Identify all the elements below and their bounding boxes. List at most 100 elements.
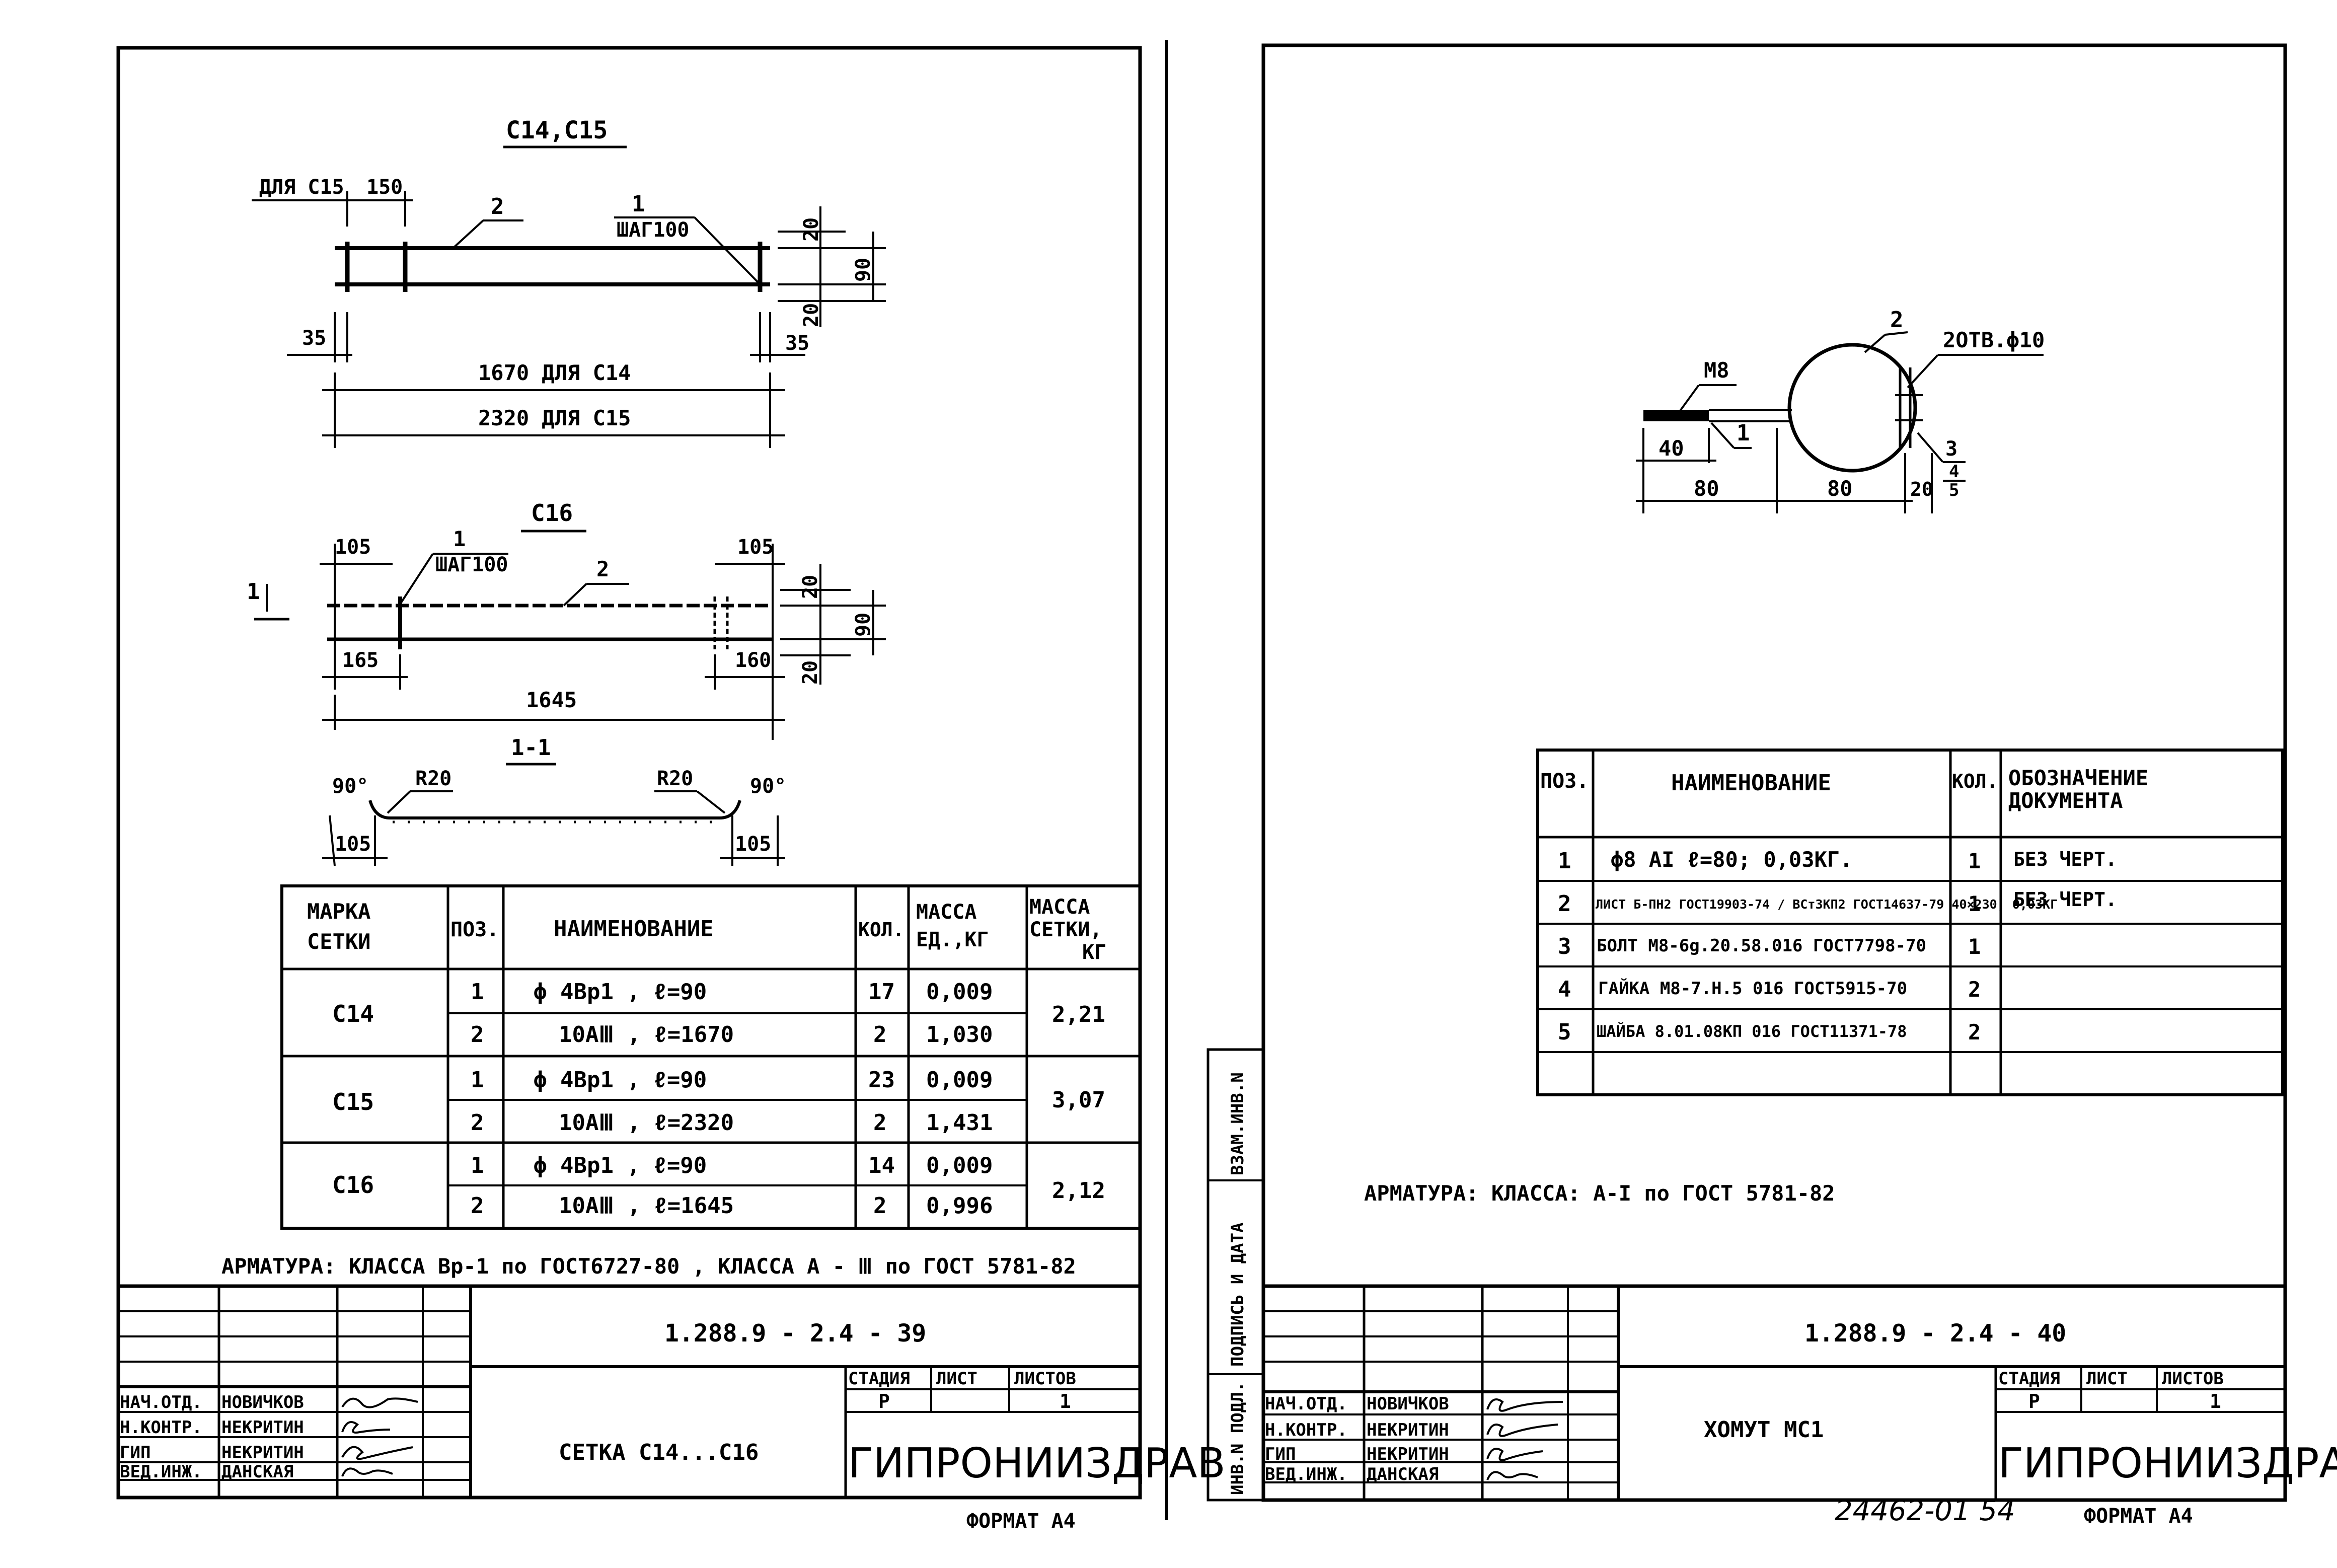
- rb-format: ФОРМАТ А4: [2084, 1505, 2193, 1528]
- dim-165: 165: [342, 649, 379, 672]
- clamp-label-holes: 2ОТВ.ϕ10: [1943, 328, 2045, 352]
- left-sheet-frame: [116, 46, 1142, 1500]
- lt-header-pos: ПОЗ.: [450, 918, 499, 941]
- signature-marks: [1486, 1398, 1563, 1480]
- dim-1670: 1670 ДЛЯ С14: [478, 360, 631, 385]
- label-dlya-c15: ДЛЯ С15: [259, 176, 344, 199]
- mesh-c16-drawing: С16 105 1 ШАГ100 2 105 1: [247, 499, 886, 740]
- lb-name: НЕКРИТИН: [221, 1417, 304, 1438]
- clamp-label-m8: М8: [1704, 358, 1729, 383]
- lb-doc-code: 1.288.9 - 2.4 - 39: [664, 1319, 926, 1348]
- lt-mass: 0,996: [926, 1193, 993, 1219]
- rt-doc: БЕЗ ЧЕРТ.: [2013, 848, 2117, 870]
- clamp-dim-80-left: 80: [1694, 476, 1719, 501]
- rt-name: ϕ8 АI ℓ=80; 0,03КГ.: [1611, 847, 1852, 872]
- rb-stage: Р: [2028, 1390, 2040, 1412]
- handwritten-number: 24462-01 54: [1835, 1495, 2015, 1527]
- lt-header-mass-unit-2: ЕД.,КГ: [916, 928, 989, 951]
- lb-format: ФОРМАТ А4: [966, 1510, 1076, 1533]
- lt-total: 2,12: [1052, 1178, 1105, 1204]
- side-stamp: [1207, 1048, 1265, 1502]
- lt-header-mark-1: МАРКА: [307, 899, 370, 924]
- dim-105-right: 105: [737, 536, 774, 559]
- mesh-c14-c15-drawing: С14,С15 ДЛЯ С15 150 2 1 ШАГ100: [252, 116, 886, 448]
- section-title: 1-1: [511, 735, 551, 761]
- clamp-label-1: 1: [1737, 420, 1750, 446]
- title-block-right: 1.288.9 - 2.4 - 40 ХОМУТ МС1 СТАДИЯ ЛИСТ…: [1261, 1284, 2337, 1528]
- lt-pos: 2: [471, 1193, 484, 1219]
- lt-qty: 23: [868, 1067, 895, 1093]
- lt-pos: 2: [471, 1110, 484, 1136]
- rt-name: ГАЙКА М8-7.Н.5 016 ГОСТ5915-70: [1598, 978, 1907, 999]
- rt-qty: 1: [1968, 849, 1981, 873]
- dim-2320: 2320 ДЛЯ С15: [478, 406, 631, 430]
- rb-sheet-label: ЛИСТ: [2086, 1369, 2128, 1389]
- rt-header-doc-1: ОБОЗНАЧЕНИЕ: [2008, 766, 2148, 790]
- rb-title: ХОМУТ МС1: [1704, 1417, 1824, 1443]
- lb-name: НОВИЧКОВ: [221, 1392, 304, 1412]
- lt-name: 10АⅢ , ℓ=1670: [559, 1022, 734, 1048]
- section-mark-1: 1: [247, 579, 260, 605]
- rb-sheets-label: ЛИСТОВ: [2162, 1369, 2224, 1389]
- lt-qty: 14: [868, 1153, 895, 1178]
- side-label-vzam: ВЗАМ.ИНВ.N: [1228, 1072, 1248, 1175]
- spec-table-right: ПОЗ. НАИМЕНОВАНИЕ КОЛ. ОБОЗНАЧЕНИЕ ДОКУМ…: [1536, 749, 2284, 1096]
- dim-20-lower: 20: [800, 303, 823, 327]
- rb-stage-label: СТАДИЯ: [1998, 1369, 2060, 1389]
- rb-sheets: 1: [2210, 1390, 2221, 1412]
- lb-stage: Р: [878, 1390, 890, 1412]
- rb-role: ГИП: [1265, 1444, 1296, 1464]
- dim-150: 150: [366, 176, 403, 199]
- dim-1645: 1645: [526, 688, 577, 712]
- lb-name: НЕКРИТИН: [221, 1443, 304, 1463]
- side-label-signature: ПОДПИСЬ И ДАТА: [1228, 1222, 1248, 1367]
- lt-pos: 1: [471, 979, 484, 1005]
- lt-name: 10АⅢ , ℓ=1645: [559, 1193, 734, 1219]
- dim-90: 90: [852, 258, 875, 282]
- rt-header-qty: КОЛ.: [1952, 770, 1998, 792]
- threaded-rod: [1643, 410, 1709, 421]
- c16-dim-90: 90: [852, 613, 875, 637]
- lt-header-qty: КОЛ.: [858, 919, 904, 941]
- c16-dim-20-lower: 20: [799, 660, 822, 685]
- lb-sheet-label: ЛИСТ: [936, 1369, 977, 1389]
- rb-name: НЕКРИТИН: [1367, 1420, 1449, 1440]
- pos-1-label: 1: [632, 191, 645, 217]
- lt-pos: 1: [471, 1153, 484, 1178]
- lb-role: ВЕД.ИНЖ.: [120, 1462, 202, 1482]
- lt-qty: 17: [868, 979, 895, 1005]
- rt-header-doc-2: ДОКУМЕНТА: [2008, 788, 2123, 813]
- lt-mass: 0,009: [926, 979, 993, 1005]
- lb-role: НАЧ.ОТД.: [120, 1392, 202, 1412]
- dim-35-right: 35: [785, 332, 809, 355]
- rt-name: ШАЙБА 8.01.08КП 016 ГОСТ11371-78: [1597, 1022, 1907, 1041]
- rb-role: Н.КОНТР.: [1265, 1420, 1347, 1440]
- right-note: АРМАТУРА: КЛАССА: А-I по ГОСТ 5781-82: [1364, 1181, 1835, 1206]
- rt-pos: 4: [1558, 977, 1571, 1002]
- lt-header-mass-total-3: КГ: [1082, 941, 1106, 964]
- lt-header-mass-unit-1: МАССА: [916, 901, 976, 924]
- rt-pos: 3: [1558, 934, 1571, 959]
- c16-shag-100: ШАГ100: [435, 553, 508, 576]
- section-dim-105-right: 105: [735, 833, 771, 856]
- lb-org: ГИПРОНИИЗДРАВ: [848, 1440, 1226, 1487]
- lt-mark: С16: [332, 1171, 374, 1199]
- side-label-inv: ИНВ.N ПОДЛ.: [1228, 1382, 1248, 1495]
- rb-org: ГИПРОНИИЗДРАВ: [1998, 1440, 2337, 1487]
- dim-105-left: 105: [335, 536, 371, 559]
- c16-pos-2: 2: [596, 557, 609, 581]
- rb-doc-code: 1.288.9 - 2.4 - 40: [1804, 1319, 2066, 1348]
- lt-header-mass-total-2: СЕТКИ,: [1029, 918, 1102, 941]
- lt-mass: 0,009: [926, 1153, 993, 1178]
- rt-pos: 1: [1558, 848, 1571, 874]
- section-dim-105-left: 105: [335, 833, 371, 856]
- rt-qty: 1: [1968, 891, 1981, 916]
- clamp-dim-20: 20: [1910, 478, 1933, 500]
- lb-sheets: 1: [1060, 1390, 1071, 1412]
- dim-35-left: 35: [302, 327, 326, 350]
- rt-name: ЛИСТ Б-ПН2 ГОСТ19903-74 / ВСт3КП2 ГОСТ14…: [1596, 897, 2058, 912]
- section-1-1: 1-1 90° R20 R20 90° 105 105: [322, 735, 786, 866]
- lt-qty: 2: [873, 1022, 887, 1048]
- lt-mark: С15: [332, 1088, 374, 1115]
- lb-sheets-label: ЛИСТОВ: [1014, 1369, 1076, 1389]
